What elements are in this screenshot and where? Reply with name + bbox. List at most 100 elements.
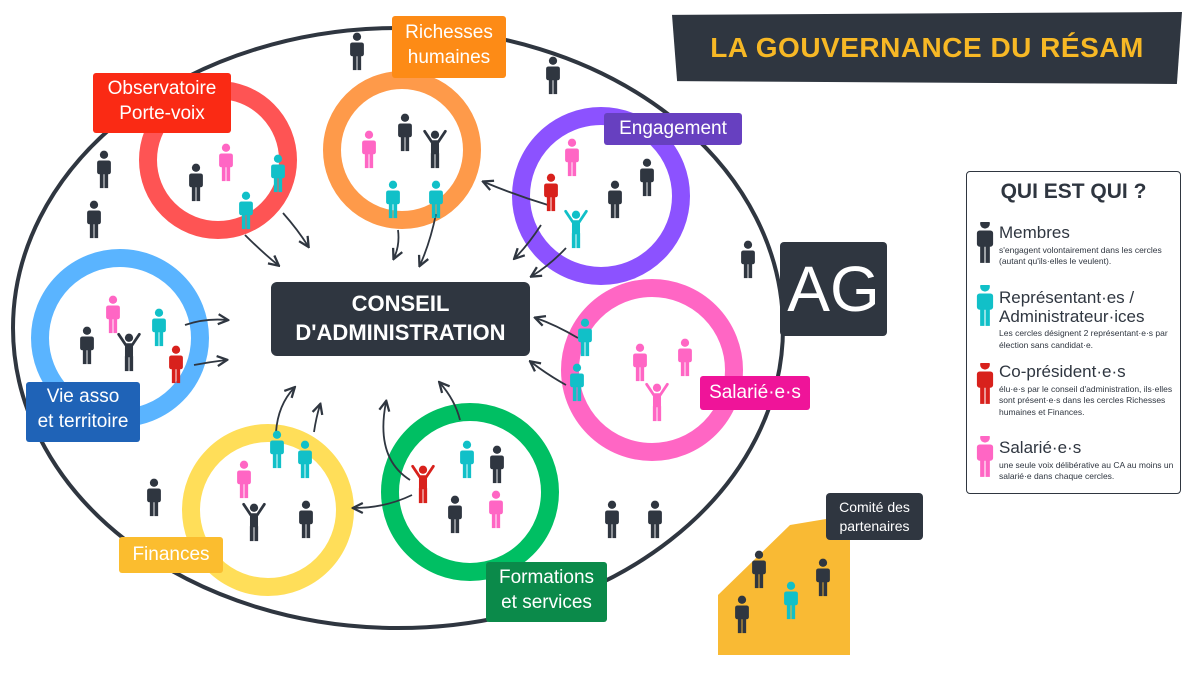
person-icon [219, 143, 233, 182]
person-icon [169, 345, 183, 384]
label-observatoire: Observatoire Porte-voix [93, 73, 231, 133]
person-icon [633, 343, 647, 382]
legend-title: QUI EST QUI ? [1000, 180, 1147, 203]
partners-area [718, 515, 850, 655]
person-icon [106, 295, 120, 334]
person-icon [448, 495, 462, 534]
label-richesses-line2: humaines [407, 46, 491, 68]
label-engagement: Engagement [604, 113, 742, 145]
ca-line1: CONSEIL [351, 291, 450, 317]
person-icon [411, 464, 435, 504]
person-icon [752, 550, 766, 589]
legend-name-employee: Salarié·e·s [999, 438, 1082, 457]
person-icon [271, 154, 285, 193]
person-icon [678, 338, 692, 377]
person-icon [237, 460, 251, 499]
person-icon [270, 430, 284, 469]
person-icon [564, 209, 588, 249]
person-icon [976, 436, 994, 477]
arrow [193, 360, 226, 365]
person-icon [976, 285, 994, 326]
person-icon [147, 478, 161, 517]
circle-richesses [323, 71, 481, 229]
person-icon [429, 180, 443, 219]
person-icon [189, 163, 203, 202]
person-icon [80, 326, 94, 365]
legend-desc-representative: Les cercles désignent 2 représentant·e·s… [999, 328, 1168, 350]
arrow [394, 229, 399, 258]
legend-desc-copresident: élu·e·s par le conseil d'administration,… [999, 383, 1173, 417]
label-richesses-line1: Richesses [405, 22, 493, 43]
label-vie-asso: Vie asso et territoire [26, 382, 140, 442]
arrow [275, 388, 294, 433]
legend-employee-figure [976, 436, 994, 477]
person-icon [741, 240, 755, 279]
person-icon [578, 318, 592, 357]
arrow [184, 320, 227, 326]
arrow [484, 182, 549, 206]
label-formations-line1: Formations [498, 567, 595, 588]
arrow [532, 247, 567, 276]
label-richesses: Richesses humaines [392, 16, 506, 78]
label-vie-asso-line1: Vie asso [46, 386, 120, 407]
person-icon [546, 56, 560, 95]
legend-desc-employee: une seule voix délibérative au CA au moi… [999, 459, 1174, 482]
person-icon [490, 445, 504, 484]
legend-box: QUI EST QUI ? Membres s'engagent volonta… [966, 171, 1181, 494]
arrow [440, 383, 461, 421]
legend-name-member: Membres [999, 223, 1070, 242]
label-partners: Comité des partenaires [826, 493, 923, 540]
circle-formations [381, 403, 559, 581]
circle-salaries [561, 279, 743, 461]
label-partners-line1: Comité des [839, 499, 910, 516]
label-formations: Formations et services [486, 562, 607, 622]
title-banner: LA GOUVERNANCE DU RÉSAM [672, 12, 1182, 84]
person-icon [87, 200, 101, 239]
person-icon [239, 191, 253, 230]
legend-representative-figure [976, 285, 994, 326]
arrow [420, 213, 437, 265]
label-finances-text: Finances [132, 544, 210, 565]
person-icon [386, 180, 400, 219]
label-finances: Finances [119, 537, 223, 573]
circle-finances [182, 424, 354, 596]
person-icon [735, 595, 749, 634]
label-partners-line2: partenaires [839, 517, 910, 534]
person-icon [816, 558, 830, 597]
person-icon [784, 581, 798, 620]
label-engagement-text: Engagement [619, 118, 727, 139]
person-icon [398, 113, 412, 152]
ag-label: AG [787, 253, 880, 325]
label-salaries-text: Salarié·e·s [709, 382, 801, 403]
ag-box: AG [780, 242, 887, 336]
person-icon [298, 440, 312, 479]
person-icon [362, 130, 376, 169]
arrow [282, 212, 308, 246]
arrow [536, 318, 579, 339]
person-icon [605, 500, 619, 539]
page-title: LA GOUVERNANCE DU RÉSAM [710, 32, 1144, 63]
legend-item-representative: Représentant·es / Administrateur·ices Le… [999, 288, 1177, 351]
label-observatoire-line1: Observatoire [107, 78, 217, 99]
legend-item-member: Membres s'engagent volontairement dans l… [999, 223, 1177, 268]
person-icon [242, 502, 266, 542]
legend-item-copresident: Co-président·e·s élu·e·s par le conseil … [999, 362, 1177, 418]
person-icon [489, 490, 503, 529]
person-icon [544, 173, 558, 212]
conseil-administration-box: CONSEIL D'ADMINISTRATION [271, 282, 530, 356]
arrow [314, 405, 320, 433]
person-icon [648, 500, 662, 539]
legend-copresident-figure [976, 363, 994, 404]
person-icon [976, 363, 994, 404]
person-icon [976, 222, 994, 263]
person-icon [565, 138, 579, 177]
person-icon [97, 150, 111, 189]
label-salaries: Salarié·e·s [700, 376, 810, 410]
person-icon [117, 332, 141, 372]
arrow [515, 224, 542, 258]
legend-name-copresident: Co-président·e·s [999, 362, 1126, 381]
person-icon [299, 500, 313, 539]
legend-desc-member: s'engagent volontairement dans les cercl… [999, 244, 1162, 267]
